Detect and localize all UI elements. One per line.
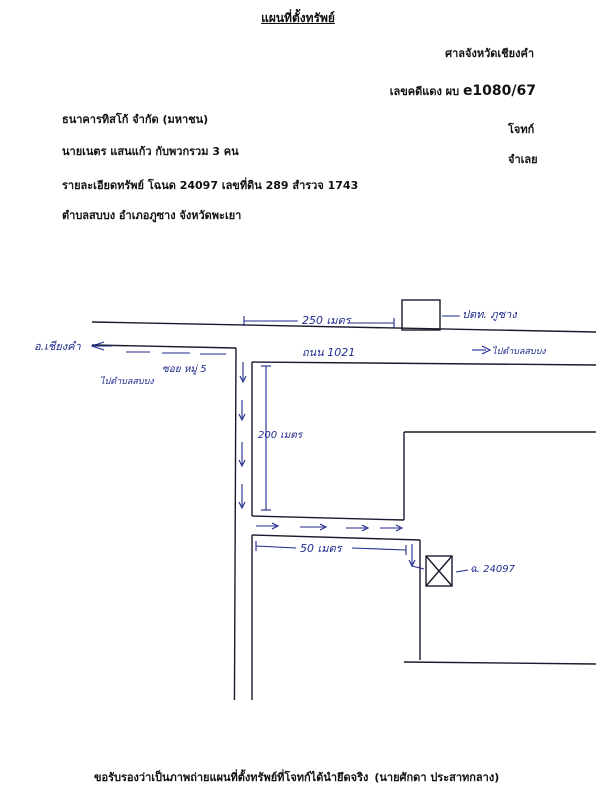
plot-label: ฉ. 24097 [470, 564, 516, 575]
dist-bottom-line-right [351, 547, 407, 551]
route-arrows [90, 315, 492, 573]
defendant-role: จำเลย [508, 153, 538, 166]
down-arrow-2-head [238, 413, 246, 422]
plaintiff-name: ธนาคารทิสโก้ จำกัด (มหาชน) [62, 113, 209, 126]
down-arrow-4-head [238, 501, 246, 510]
right-arrow-3-head [361, 524, 370, 532]
plot-pointer [411, 565, 425, 570]
plaintiff-role: โจทก์ [508, 123, 535, 136]
dist-bottom-label: 50 เมตร [300, 542, 344, 555]
lane-bottom-edge [251, 534, 421, 541]
down-arrow-1-head [239, 375, 247, 384]
road-outlines [91, 299, 596, 700]
defendant-name: นายเนตร แสนแก้ว กับพวกรวม 3 คน [62, 145, 239, 158]
arrow-right-head [481, 345, 492, 355]
lane-top-edge [251, 515, 405, 521]
case-number-line: เลขคดีแดง ผบ e1080/67 [390, 84, 536, 98]
main-road-top-edge [91, 321, 596, 333]
dist-vertical-label: 200 เมตร [258, 430, 304, 441]
property-plot-cross-b [425, 555, 453, 587]
certification-line: ขอรับรองว่าเป็นภาพถ่ายแผนที่ตั้งทรัพย์ที… [94, 772, 499, 783]
down-arrow-3-head [238, 459, 246, 468]
right-arrow-1-head [271, 522, 280, 530]
map-labels: 250 เมตร ปตท. ภูซาง อ.เชียงคำ ถนน 1021 ไ… [34, 308, 546, 575]
plot-label-pointer [455, 569, 469, 573]
road-label: ถนน 1021 [302, 346, 355, 359]
right-arrow-2-head [319, 523, 328, 531]
signer-name: (นายศักดา ประสาทกลาง) [374, 771, 500, 784]
junction-label-line1: ซอย หมู่ 5 [162, 364, 207, 375]
landmark-label: ปตท. ภูซาง [462, 308, 518, 321]
right-destination-label: ไปตำบลสบบง [492, 345, 546, 357]
court-name: ศาลจังหวัดเชียงคำ [445, 47, 534, 60]
main-road-bottom-right-edge [251, 361, 596, 366]
property-details: รายละเอียดทรัพย์ โฉนด 24097 เลขที่ดิน 28… [62, 179, 359, 192]
gas-station-box [401, 299, 441, 331]
side-road-left-edge [233, 347, 237, 700]
property-plot-box [425, 555, 453, 587]
location-map: 250 เมตร ปตท. ภูซาง อ.เชียงคำ ถนน 1021 ไ… [34, 299, 596, 700]
case-label: เลขคดีแดง ผบ [389, 85, 460, 98]
main-road-bottom-left-edge [91, 344, 237, 349]
document-title: แผนที่ตั้งทรัพย์ [261, 11, 335, 25]
left-destination-label: อ.เชียงคำ [34, 340, 82, 353]
junction-label-line2: ไปตำบลสบบง [100, 375, 154, 387]
case-number: e1080/67 [462, 83, 536, 99]
certification-text: ขอรับรองว่าเป็นภาพถ่ายแผนที่ตั้งทรัพย์ที… [94, 771, 369, 784]
dist-bottom-line-left [255, 545, 297, 549]
property-location: ตำบลสบบง อำเภอภูซาง จังหวัดพะเยา [62, 209, 242, 222]
plot-block-bottom-edge [403, 661, 596, 665]
right-arrow-4-head [395, 524, 404, 532]
dist-top-label: 250 เมตร [302, 314, 353, 327]
